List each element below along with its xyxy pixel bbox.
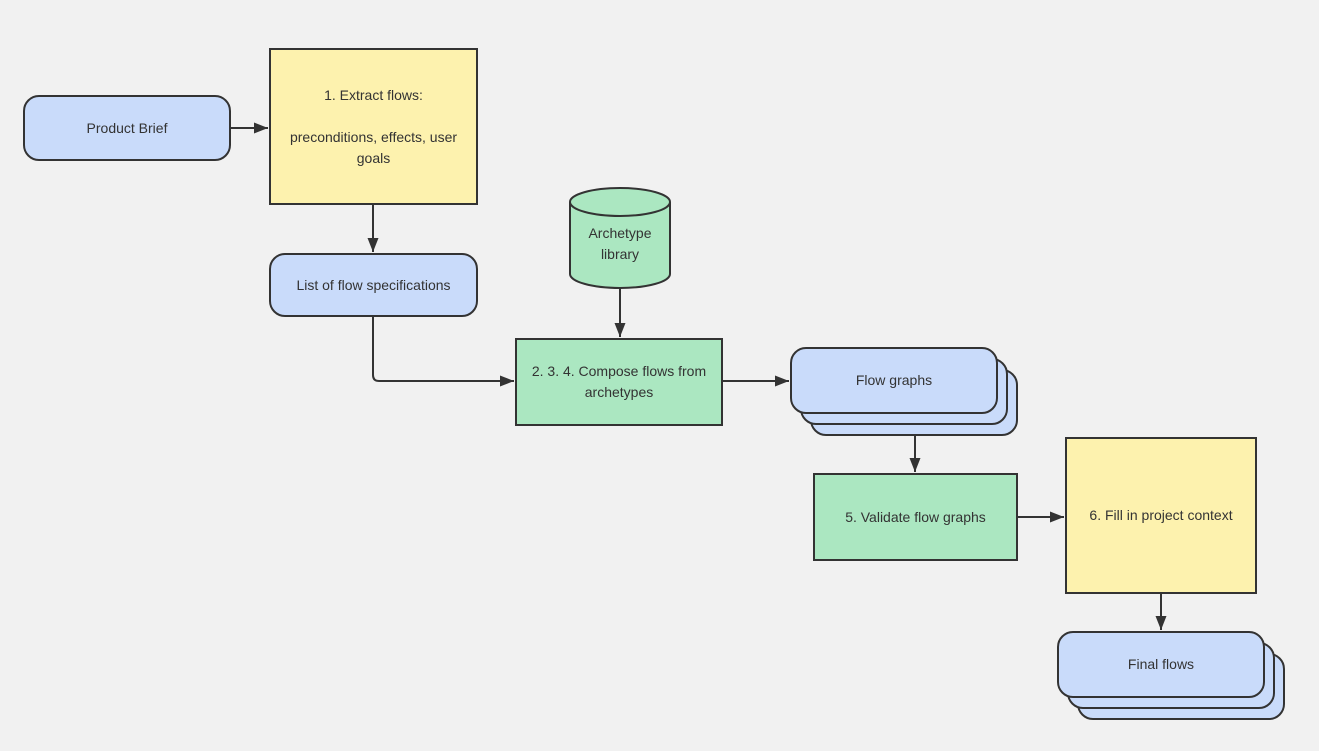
node-product-brief-label: Product Brief [86,119,168,136]
node-final-flows-label: Final flows [1127,656,1195,672]
node-validate-flow-graphs: 5. Validate flow graphs [813,473,1018,561]
node-product-brief: Product Brief [23,95,231,161]
node-final-flows: Final flows [1057,631,1285,720]
node-extract-flows-title: 1. Extract flows: [324,86,423,103]
node-compose-flows-label: 2. 3. 4. Compose flows from archetypes [531,363,707,400]
node-fill-project-context: 6. Fill in project context [1065,437,1257,594]
node-extract-flows: 1. Extract flows: preconditions, effects… [269,48,478,205]
node-flow-graphs: Flow graphs [790,347,1018,436]
node-archetype-library: Archetype library [568,186,672,290]
node-flow-specs-label: List of flow specifications [296,276,451,293]
node-validate-flow-graphs-label: 5. Validate flow graphs [845,508,986,525]
node-archetype-library-label: Archetype library [588,225,652,262]
final-flows-front-layer: Final flows [1057,631,1265,698]
node-extract-flows-detail: preconditions, effects, user goals [289,128,458,166]
node-flow-specs: List of flow specifications [269,253,478,317]
connector-flow-specs-to-compose-flows [372,317,514,387]
node-compose-flows: 2. 3. 4. Compose flows from archetypes [515,338,723,426]
node-fill-project-context-label: 6. Fill in project context [1089,507,1233,523]
node-flow-graphs-label: Flow graphs [855,372,933,388]
flow-graphs-front-layer: Flow graphs [790,347,998,414]
cylinder-shape [569,187,671,289]
